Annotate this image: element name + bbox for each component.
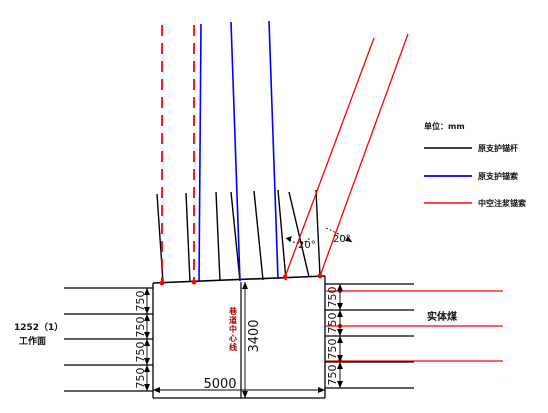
anchor-head: [317, 273, 323, 279]
roof-bolt: [253, 190, 264, 281]
arrowhead: [337, 362, 343, 369]
left-spacing-label: 750: [134, 368, 147, 389]
left-dimension-chain: 750 750 750 750: [134, 288, 150, 391]
angle-markers: 20° 20°: [285, 227, 353, 251]
arrowhead: [144, 339, 150, 346]
anchor-head: [191, 279, 197, 285]
right-spacing-label: 750: [326, 313, 339, 334]
roof-bolt: [215, 191, 221, 282]
right-rib-supports: [325, 283, 503, 389]
arrowhead: [144, 332, 150, 339]
arrowhead: [144, 314, 150, 321]
arrowhead: [337, 336, 343, 343]
arrowhead: [242, 391, 248, 398]
angle-label-2: 20°: [333, 234, 351, 245]
roof-bolt: [288, 191, 310, 278]
angle-label-1: 20°: [298, 240, 316, 251]
right-spacing-label: 750: [326, 365, 339, 386]
arrowhead: [337, 310, 343, 317]
arrowhead: [144, 358, 150, 365]
roof-bolt: [315, 189, 321, 277]
grout-cable-inclined: [319, 33, 409, 277]
roof-bolt: [185, 192, 191, 283]
arrowhead: [144, 365, 150, 372]
roof-bolt: [230, 191, 241, 282]
left-spacing-label: 750: [134, 291, 147, 312]
width-dimension: 5000: [153, 377, 325, 393]
roof-cables: [198, 20, 279, 283]
anchor-heads: [159, 273, 323, 286]
arrowhead: [345, 236, 352, 242]
arrowhead: [337, 284, 343, 291]
roof-cable: [268, 20, 279, 280]
grout-cables-dashed: [161, 25, 195, 283]
left-spacing-label: 750: [134, 342, 147, 363]
height-dimension: 3400: [242, 282, 262, 398]
arrowhead: [144, 288, 150, 295]
roadway-center-label: 巷道中心线: [228, 306, 238, 352]
solid-coal-label: 实体煤: [427, 310, 457, 323]
roof-cable: [198, 23, 202, 283]
left-rib-bolts: [64, 287, 153, 392]
angle-arc: [285, 237, 311, 244]
arrowhead: [242, 282, 248, 289]
right-dimension-chain: 750 750 750 750: [326, 284, 343, 388]
arrowhead: [286, 236, 292, 242]
roof-bolts: [156, 189, 321, 283]
roof-cable: [230, 21, 241, 282]
legend-label-grout: 中空注浆锚索: [478, 198, 526, 208]
legend: 单位：mm 原支护锚杆 原支护锚索 中空注浆锚索: [424, 121, 526, 208]
working-face-label-line2: 工作面: [19, 335, 46, 347]
roadway-roof: [152, 275, 326, 284]
width-label: 5000: [203, 377, 236, 392]
arrowhead: [318, 387, 325, 393]
anchor-head: [159, 280, 165, 286]
grout-cables-inclined: [284, 33, 409, 278]
right-spacing-label: 750: [326, 287, 339, 308]
arrowhead: [337, 381, 343, 388]
legend-label-bolt: 原支护锚杆: [478, 143, 518, 153]
anchor-head: [282, 274, 288, 280]
arrowhead: [337, 355, 343, 362]
roof-bolt: [277, 189, 287, 281]
working-face-label-line1: 1252（1）: [14, 322, 63, 333]
right-spacing-label: 750: [326, 339, 339, 360]
arrowhead: [153, 387, 160, 393]
arrowhead: [337, 329, 343, 336]
arrowhead: [144, 307, 150, 314]
arrowhead: [337, 303, 343, 310]
height-label: 3400: [247, 319, 262, 352]
left-spacing-label: 750: [134, 317, 147, 338]
legend-unit: 单位：mm: [424, 121, 465, 131]
grout-cable-inclined: [284, 37, 375, 278]
arrowhead: [144, 384, 150, 391]
roadway-section: [152, 275, 326, 399]
legend-label-cable: 原支护锚索: [478, 171, 518, 181]
